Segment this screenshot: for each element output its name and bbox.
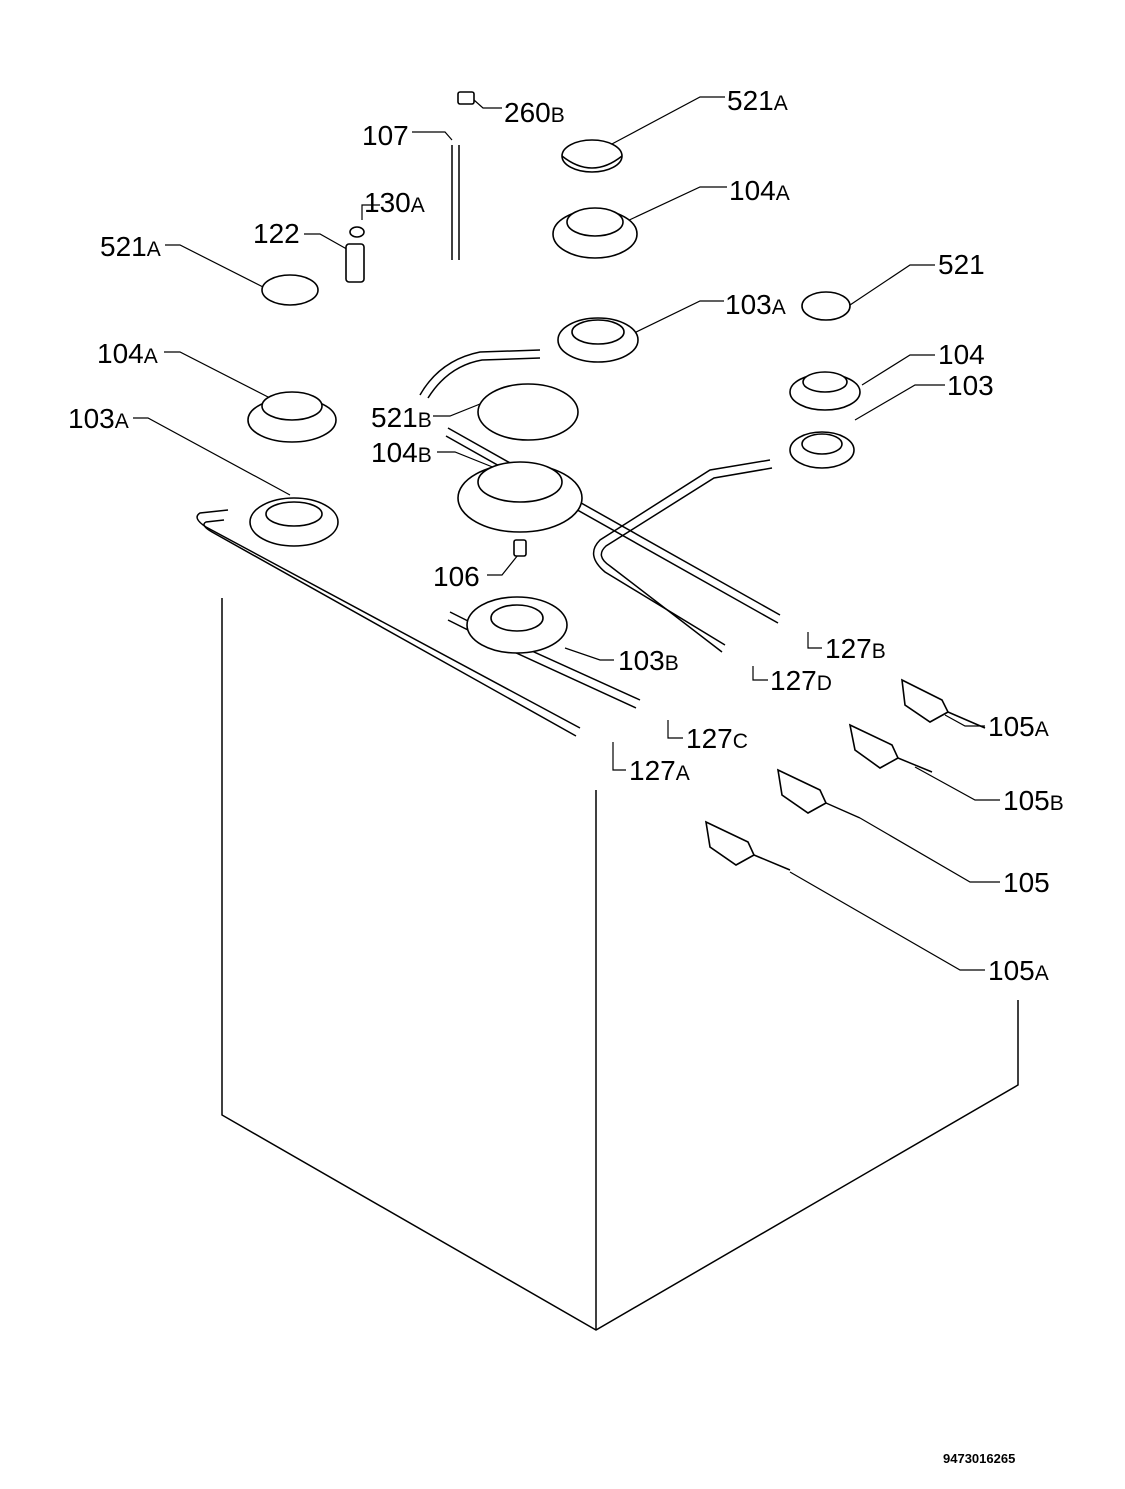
burner-cap-521a-top: [561, 139, 623, 173]
burner-crown-104b: [457, 461, 583, 533]
label-127c: 127C: [686, 723, 748, 754]
label-127b: 127B: [825, 633, 886, 664]
gas-tap-105: [776, 768, 861, 819]
label-105: 105: [1003, 867, 1050, 898]
gas-tap-105a-top: [901, 678, 986, 729]
label-521a-left: 521A: [100, 231, 161, 262]
burner-crown-104a-top: [552, 207, 638, 259]
burner-base-103a-left: [249, 497, 339, 547]
label-122: 122: [253, 218, 300, 249]
gas-tap-105a-bottom: [704, 820, 791, 871]
label-104a-left: 104A: [97, 338, 158, 369]
label-103: 103: [947, 370, 994, 401]
label-105b: 105B: [1003, 785, 1064, 816]
label-127a: 127A: [629, 755, 690, 786]
housing-outline: [221, 598, 1019, 1331]
clip-260b: [457, 91, 475, 105]
label-103b: 103B: [618, 645, 679, 676]
label-127d: 127D: [770, 665, 832, 696]
label-104: 104: [938, 339, 985, 370]
burner-base-103: [789, 431, 855, 469]
label-521b: 521B: [371, 402, 432, 433]
label-104a-top: 104A: [729, 175, 790, 206]
gas-tap-105b: [848, 723, 933, 773]
label-103a-left: 103A: [68, 403, 129, 434]
burner-cap-521: [801, 291, 851, 321]
injector-106: [513, 539, 527, 557]
burner-crown-104: [789, 371, 861, 411]
label-260b: 260B: [504, 97, 565, 128]
burner-base-103a-top: [557, 317, 639, 363]
label-130a: 130A: [364, 187, 425, 218]
burner-crown-104a-left: [247, 391, 337, 443]
part-labels: 260B 107 521A 130A 104A 122 521A 521 103…: [68, 85, 1064, 986]
drawing-number: 9473016265: [943, 1451, 1015, 1466]
burner-cap-521a-left: [261, 274, 319, 306]
leader-lines: [133, 96, 1000, 971]
label-107: 107: [362, 120, 409, 151]
nut-130a: [349, 226, 365, 238]
label-521: 521: [938, 249, 985, 280]
label-106: 106: [433, 561, 480, 592]
label-104b: 104B: [371, 437, 432, 468]
label-103a-top: 103A: [725, 289, 786, 320]
label-105a-bottom: 105A: [988, 955, 1049, 986]
label-521a-top: 521A: [727, 85, 788, 116]
burner-base-103b: [466, 596, 568, 654]
label-105a-top: 105A: [988, 711, 1049, 742]
fitting-122: [345, 243, 365, 283]
burner-cap-521b: [477, 383, 579, 441]
